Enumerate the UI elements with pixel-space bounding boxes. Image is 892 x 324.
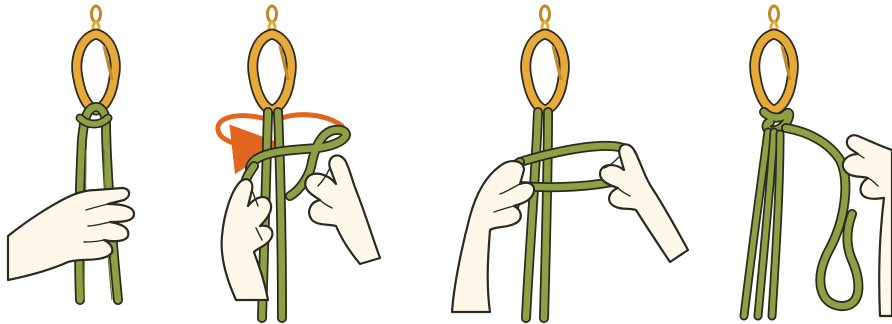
step-4-panel (744, 6, 892, 316)
hand-icon (222, 179, 273, 300)
carabiner-icon (77, 34, 115, 110)
step-2-panel (218, 6, 380, 318)
rope-icon (512, 112, 634, 318)
carabiner-icon (253, 34, 291, 110)
carabiner-icon (526, 34, 564, 110)
hand-icon (452, 161, 534, 312)
step-1-panel (8, 6, 134, 300)
hand-icon (305, 155, 380, 264)
carabiner-icon (755, 34, 793, 110)
hand-icon (600, 144, 688, 262)
step-3-panel (452, 6, 688, 318)
rope-icon (744, 112, 858, 316)
